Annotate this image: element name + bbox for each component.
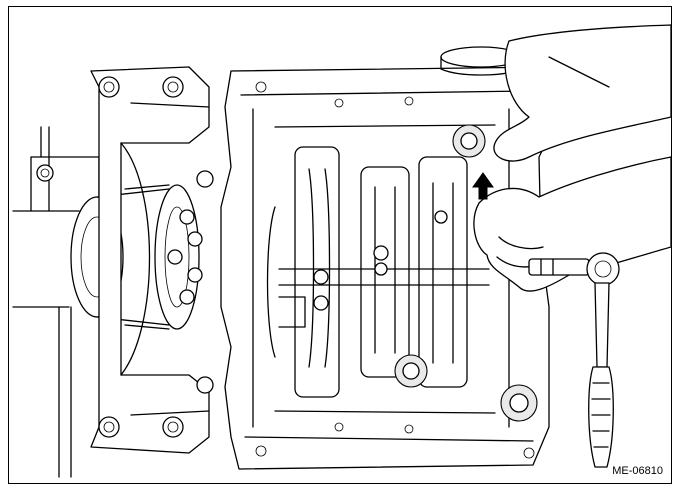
crankshaft-journals: [266, 146, 490, 398]
ratchet-wrench: [528, 252, 620, 468]
engine-block-illustration: [12, 24, 671, 478]
engine-stand: [12, 126, 100, 478]
hub-disc: [154, 170, 214, 394]
figure-frame: ME-06810: [8, 6, 672, 484]
stand-bracket: [90, 66, 210, 454]
up-arrow-icon: [472, 172, 494, 200]
figure-code: ME-06810: [612, 465, 663, 477]
bore-holes: [394, 124, 538, 422]
